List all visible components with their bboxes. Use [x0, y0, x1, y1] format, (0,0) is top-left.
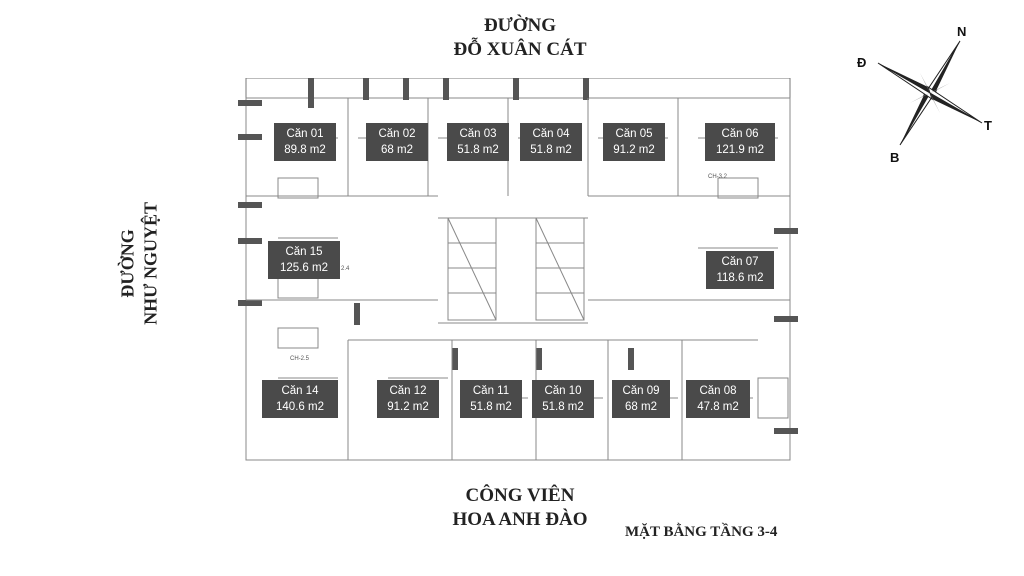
street-bottom-label: CÔNG VIÊN HOA ANH ĐÀO	[415, 484, 625, 532]
unit-area: 140.6 m2	[276, 401, 324, 413]
unit-tag-15[interactable]: Căn 15 125.6 m2	[268, 241, 340, 279]
unit-name: Căn 05	[615, 128, 653, 140]
unit-name: Căn 02	[378, 128, 416, 140]
unit-name: Căn 07	[721, 256, 759, 268]
unit-tag-14[interactable]: Căn 14 140.6 m2	[262, 380, 338, 418]
unit-tag-08[interactable]: Căn 08 47.8 m2	[686, 380, 750, 418]
street-bottom-line1: CÔNG VIÊN	[465, 485, 575, 506]
unit-tag-06[interactable]: Căn 06 121.9 m2	[705, 123, 775, 161]
floor-plan: CH-3.2 CH-2.5 2.4	[238, 78, 798, 461]
unit-area: 125.6 m2	[280, 262, 328, 274]
compass-north: N	[957, 24, 967, 39]
unit-name: Căn 08	[699, 385, 737, 397]
unit-name: Căn 04	[532, 128, 570, 140]
compass-b: B	[890, 150, 900, 165]
street-left-line2: NHƯ NGUYỆT	[141, 201, 161, 325]
room-label-ch-3: 2.4	[341, 266, 350, 272]
street-top-line2: ĐỖ XUÂN CÁT	[453, 38, 587, 60]
unit-area: 89.8 m2	[284, 144, 326, 156]
compass-rose: N T B Đ	[852, 18, 1002, 168]
unit-area: 68 m2	[625, 401, 657, 413]
street-bottom-line2: HOA ANH ĐÀO	[452, 508, 588, 530]
floor-plan-title: MẶT BẰNG TẦNG 3-4	[625, 524, 778, 540]
unit-tag-05[interactable]: Căn 05 91.2 m2	[603, 123, 665, 161]
compass-t: T	[984, 118, 992, 133]
unit-name: Căn 03	[459, 128, 497, 140]
unit-area: 118.6 m2	[716, 272, 764, 284]
unit-area: 91.2 m2	[613, 144, 655, 156]
street-left-line1: ĐƯỜNG	[117, 229, 138, 298]
room-label-ch-1: CH-3.2	[708, 174, 728, 180]
unit-tag-12[interactable]: Căn 12 91.2 m2	[377, 380, 439, 418]
unit-tag-10[interactable]: Căn 10 51.8 m2	[532, 380, 594, 418]
unit-area: 91.2 m2	[387, 401, 429, 413]
unit-tag-09[interactable]: Căn 09 68 m2	[612, 380, 670, 418]
street-top-label: ĐƯỜNG ĐỖ XUÂN CÁT	[420, 14, 620, 62]
unit-area: 51.8 m2	[542, 401, 584, 413]
compass-d: Đ	[857, 55, 867, 70]
unit-area: 51.8 m2	[470, 401, 512, 413]
unit-tag-07[interactable]: Căn 07 118.6 m2	[706, 251, 774, 289]
compass-icon	[877, 40, 983, 146]
unit-tag-11[interactable]: Căn 11 51.8 m2	[460, 380, 522, 418]
unit-area: 47.8 m2	[697, 401, 739, 413]
street-top-line1: ĐƯỜNG	[483, 15, 557, 36]
unit-area: 51.8 m2	[530, 144, 572, 156]
unit-name: Căn 09	[622, 385, 660, 397]
unit-tag-01[interactable]: Căn 01 89.8 m2	[274, 123, 336, 161]
unit-name: Căn 14	[281, 385, 319, 397]
unit-tag-04[interactable]: Căn 04 51.8 m2	[520, 123, 582, 161]
room-label-ch-2: CH-2.5	[290, 356, 310, 362]
unit-name: Căn 01	[286, 128, 324, 140]
unit-name: Căn 12	[389, 385, 427, 397]
unit-tag-03[interactable]: Căn 03 51.8 m2	[447, 123, 509, 161]
unit-tag-02[interactable]: Căn 02 68 m2	[366, 123, 428, 161]
unit-name: Căn 11	[472, 385, 510, 397]
unit-name: Căn 06	[721, 128, 759, 140]
unit-area: 121.9 m2	[716, 144, 764, 156]
unit-area: 51.8 m2	[457, 144, 499, 156]
unit-name: Căn 10	[544, 385, 582, 397]
unit-area: 68 m2	[381, 144, 413, 156]
street-left-label: ĐƯỜNG NHƯ NGUYỆT	[40, 202, 240, 330]
unit-name: Căn 15	[285, 246, 323, 258]
